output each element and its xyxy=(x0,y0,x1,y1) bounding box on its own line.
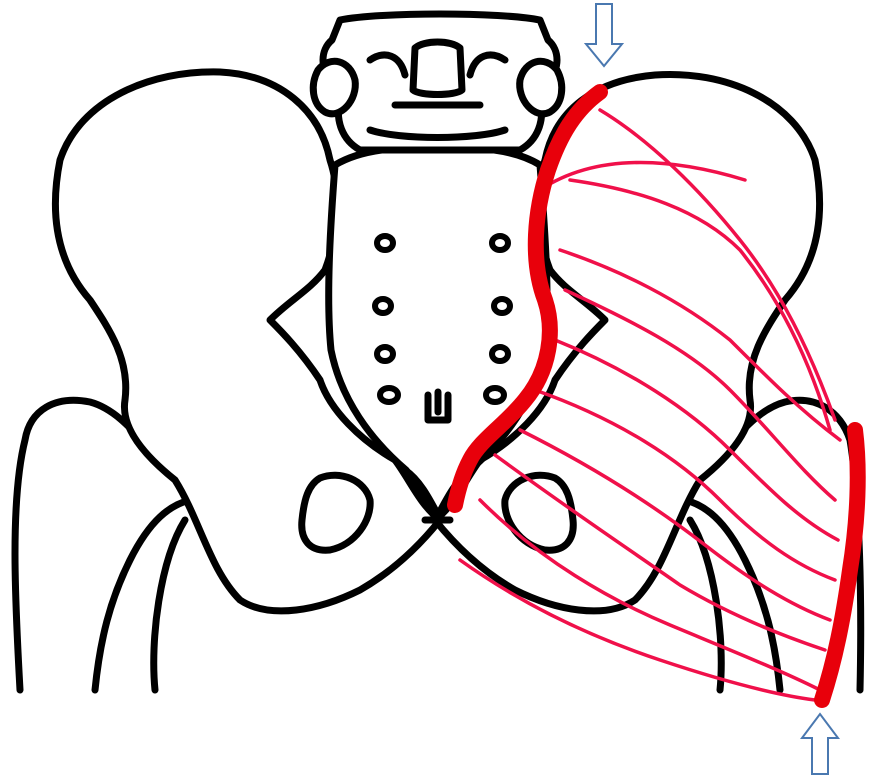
lumbar-vertebra xyxy=(313,14,561,150)
up-arrow-icon xyxy=(802,714,838,774)
gluteus-insertion-line xyxy=(822,430,858,700)
down-arrow-icon xyxy=(586,4,622,66)
